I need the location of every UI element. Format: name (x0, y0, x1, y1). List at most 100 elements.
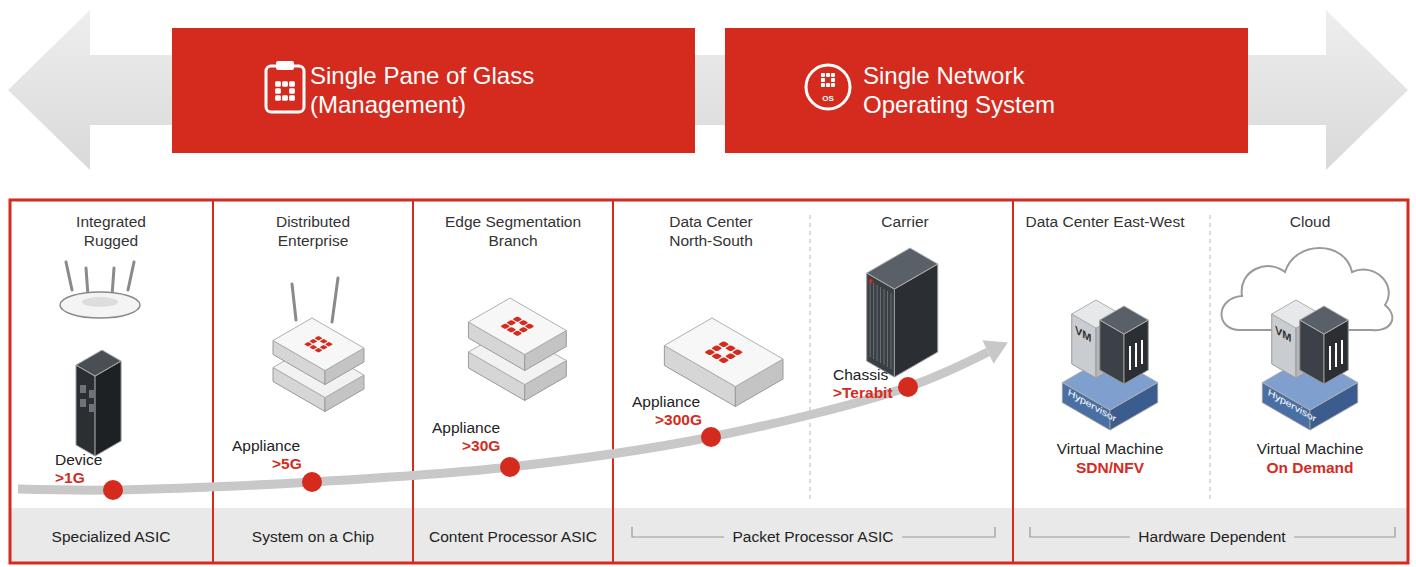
logo-cell (518, 327, 528, 333)
box-top-face (273, 318, 364, 371)
logo-cell (282, 81, 288, 87)
throughput-value: >300G (655, 411, 702, 429)
segment-column: Edge Segmentation BranchContent Processo… (413, 200, 613, 563)
logo-cell (518, 320, 528, 326)
fortinet-logo (704, 341, 743, 364)
box-top-face (867, 248, 938, 289)
switch-port (80, 385, 86, 393)
box-top-face (1100, 306, 1148, 334)
chip-label: Content Processor ASIC (421, 528, 605, 547)
logo-cell (725, 353, 736, 360)
milestone-dot (701, 427, 721, 447)
dashed-divider (1210, 215, 1211, 500)
logo-cell (289, 81, 295, 87)
form-factor-label: Appliance (232, 437, 300, 455)
logo-cell (309, 339, 318, 344)
throughput-value: >Terabit (833, 384, 893, 402)
outer-frame (10, 200, 1408, 563)
fortinet-logo (500, 316, 534, 336)
platform-banner: Single Network Operating System (725, 28, 1248, 153)
column-divider (1012, 200, 1014, 563)
chassis-slot (870, 281, 871, 357)
chassis-slot (887, 291, 888, 367)
logo-cell (821, 78, 825, 82)
logo-cell (704, 349, 715, 356)
logo-cell (314, 336, 323, 341)
logo-cell (831, 73, 835, 77)
growth-curve (18, 352, 988, 490)
segment-heading: Cloud (1250, 213, 1370, 232)
appliance (273, 318, 364, 385)
chassis-slot (890, 293, 891, 369)
logo-cell (831, 83, 835, 87)
segment-heading: Edge Segmentation Branch (438, 213, 588, 250)
milestone-dot (302, 472, 322, 492)
logo-cell (275, 81, 281, 87)
throughput-value: >5G (272, 455, 302, 473)
antenna (332, 278, 338, 322)
antenna (86, 268, 88, 296)
antenna (112, 268, 114, 296)
logo-cell (506, 327, 516, 333)
logo-cell (711, 353, 722, 360)
appliance (468, 298, 566, 371)
curve-arrowhead (982, 340, 1007, 363)
segment-column: Data Center East-WestCloudHardware Depen… (1013, 200, 1408, 563)
chassis-slot (877, 285, 878, 361)
vm-cube (1300, 306, 1348, 384)
icon-text: OS (822, 94, 834, 103)
column-divider (412, 200, 414, 563)
box-top-face (1300, 306, 1348, 334)
segment-heading: Carrier (845, 213, 965, 232)
chassis-led (869, 279, 873, 283)
logo-cell (525, 323, 535, 329)
milestone-dot (103, 480, 123, 500)
form-factor-label: Appliance (432, 419, 500, 437)
segment-heading: Data Center North-South (654, 213, 769, 250)
access-point (60, 292, 140, 318)
fortinet-logo (821, 73, 835, 87)
logo-cell (275, 95, 281, 101)
milestone-dot (898, 377, 918, 397)
segment-heading: Distributed Enterprise (266, 213, 361, 250)
switch-port (89, 390, 95, 398)
logo-cell (282, 95, 288, 101)
switch-port (80, 399, 86, 407)
form-factor-label: Device (55, 451, 102, 469)
chip-label: Hardware Dependent (1130, 528, 1293, 547)
throughput-value: On Demand (1267, 459, 1354, 477)
vm-bar (1335, 343, 1337, 367)
throughput-value: >30G (462, 437, 500, 455)
logo-cell (304, 342, 313, 347)
fortinet-logo (304, 336, 333, 353)
vm-bar (1329, 346, 1331, 370)
box-top-face (664, 318, 783, 387)
vm-bar (1129, 346, 1131, 370)
box-right-face (95, 361, 121, 456)
platform-banner: Single Pane of Glass (Management) (172, 28, 695, 153)
chip-label: System on a Chip (244, 528, 382, 547)
column-divider (612, 200, 614, 563)
logo-cell (500, 323, 510, 329)
segment-column: Data Center North-South CarrierPacket Pro… (613, 200, 1013, 563)
logo-cell (831, 78, 835, 82)
logo-cell (826, 83, 830, 87)
chip-label: Specialized ASIC (44, 528, 179, 547)
segment-column: Distributed EnterpriseSystem on a Chip (213, 200, 413, 563)
chip-label: Packet Processor ASIC (724, 528, 901, 547)
milestone-dot (500, 457, 520, 477)
chassis-slot (880, 287, 881, 363)
double-arrow-band (8, 10, 1408, 170)
rugged-switch (76, 350, 121, 456)
fortinet-logo (275, 81, 295, 101)
form-factor-label: Appliance (632, 393, 700, 411)
logo-cell (718, 341, 729, 348)
logo-cell (319, 345, 328, 350)
box-left-face (867, 273, 895, 377)
logo-cell (512, 330, 522, 336)
red-banner (725, 28, 1248, 153)
segment-heading: Integrated Rugged (64, 213, 159, 250)
logo-cell (821, 83, 825, 87)
